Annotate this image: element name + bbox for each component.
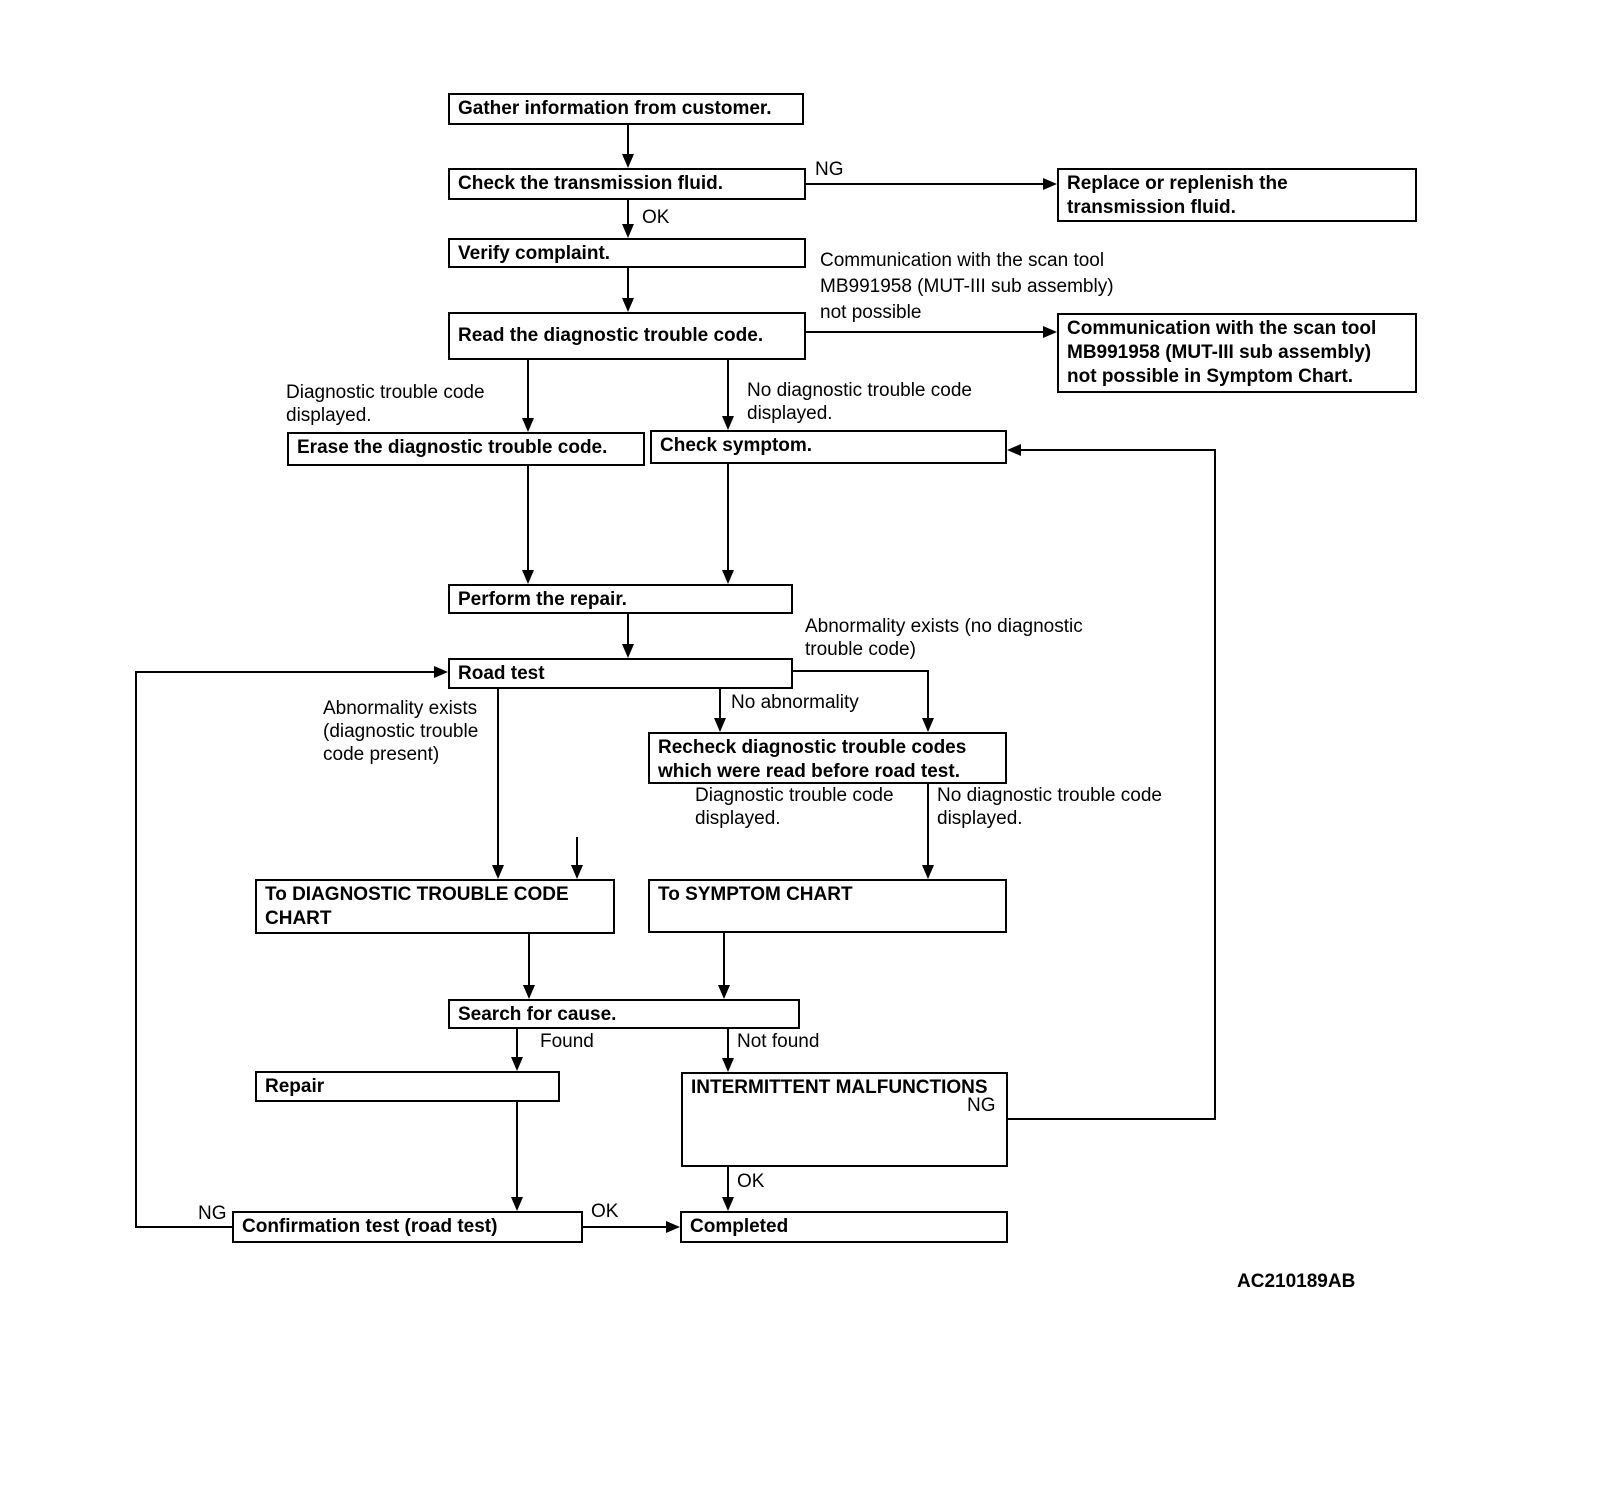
node-intermittent-malfunctions: INTERMITTENT MALFUNCTIONS <box>681 1072 1008 1167</box>
arrowhead-verify-to-read-dtc <box>622 298 634 312</box>
label-abnormality-dtc-present: Abnormality exists (diagnostic trouble c… <box>323 698 479 765</box>
arrowhead-read-dtc-to-comm-box <box>1043 326 1057 338</box>
arrowhead-ng-loop-to-check-symptom <box>1007 444 1021 456</box>
arrow-ng-to-replace-fluid <box>806 183 1044 185</box>
label-not-found: Not found <box>737 1031 820 1052</box>
arrow-gather-to-check-fluid <box>627 125 629 157</box>
node-replace-replenish-fluid: Replace or replenish the transmission fl… <box>1057 168 1417 222</box>
arrowhead-perform-to-road-test <box>622 644 634 658</box>
line-ng-loop-right-vertical <box>1214 449 1216 1120</box>
arrowhead-ok-intermittent-to-completed <box>722 1197 734 1211</box>
arrow-verify-to-read-dtc <box>627 268 629 301</box>
arrowhead-read-dtc-to-erase <box>522 418 534 432</box>
line-stub-to-dtc-chart <box>576 837 578 866</box>
node-read-diagnostic-trouble-code: Read the diagnostic trouble code. <box>448 312 806 360</box>
node-search-for-cause: Search for cause. <box>448 999 800 1029</box>
arrowhead-found-to-repair <box>511 1057 523 1071</box>
line-repair-to-confirmation <box>516 1102 518 1198</box>
node-erase-diagnostic-trouble-code: Erase the diagnostic trouble code. <box>287 432 645 466</box>
arrowhead-check-fluid-to-verify <box>622 224 634 238</box>
arrow-no-abnormality <box>719 689 721 723</box>
arrowhead-read-dtc-to-check-symptom <box>722 416 734 430</box>
line-recheck-to-symptom-chart <box>927 784 929 866</box>
node-confirmation-test: Confirmation test (road test) <box>232 1211 583 1243</box>
node-perform-repair: Perform the repair. <box>448 584 793 614</box>
arrow-read-dtc-to-comm-box <box>806 331 1044 333</box>
label-found: Found <box>540 1031 594 1052</box>
arrow-perform-to-road-test <box>627 614 629 649</box>
line-road-test-to-dtc-chart <box>497 689 499 866</box>
node-road-test: Road test <box>448 658 793 689</box>
line-ng-loop-right-bottom <box>1008 1118 1216 1120</box>
node-check-transmission-fluid: Check the transmission fluid. <box>448 168 806 200</box>
label-no-dtc-displayed-2: No diagnostic trouble code displayed. <box>937 785 1162 829</box>
line-dtc-chart-to-search <box>528 934 530 986</box>
label-no-abnormality: No abnormality <box>731 692 859 713</box>
arrowhead-abnormality-no-dtc <box>922 718 934 732</box>
line-ng-loop-left-vertical <box>135 671 137 1228</box>
node-verify-complaint: Verify complaint. <box>448 238 806 268</box>
arrowhead-ng-loop-to-road-test <box>434 666 448 678</box>
line-ng-loop-left-top <box>135 671 435 673</box>
arrow-not-found-to-intermittent <box>727 1029 729 1059</box>
arrowhead-repair-to-confirmation <box>511 1197 523 1211</box>
figure-code: AC210189AB <box>1237 1271 1356 1292</box>
line-symptom-chart-to-search <box>723 933 725 986</box>
label-ok-confirmation: OK <box>591 1201 619 1222</box>
line-road-test-right-branch <box>793 670 929 672</box>
label-ng-confirmation: NG <box>198 1203 227 1224</box>
arrowhead-ng-to-replace-fluid <box>1043 178 1057 190</box>
line-ng-loop-right-top <box>1021 449 1216 451</box>
arrowhead-dtc-chart-to-search <box>523 985 535 999</box>
arrowhead-erase-to-perform <box>522 570 534 584</box>
label-dtc-displayed: Diagnostic trouble code displayed. <box>286 382 485 426</box>
arrowhead-check-symptom-to-perform <box>722 570 734 584</box>
label-abnormality-no-dtc: Abnormality exists (no diagnostic troubl… <box>805 616 1083 660</box>
arrowhead-road-test-to-dtc-chart <box>492 865 504 879</box>
node-to-dtc-chart: To DIAGNOSTIC TROUBLE CODE CHART <box>255 879 615 934</box>
line-read-dtc-to-erase <box>527 360 529 422</box>
label-ng-fluid: NG <box>815 159 844 180</box>
arrowhead-recheck-to-symptom-chart <box>922 865 934 879</box>
label-communication-not-possible: Communication with the scan tool MB99195… <box>820 250 1114 323</box>
node-gather-information: Gather information from customer. <box>448 93 804 125</box>
arrowhead-symptom-chart-to-search <box>718 985 730 999</box>
node-communication-not-possible: Communication with the scan tool MB99195… <box>1057 313 1417 393</box>
line-erase-to-perform <box>527 466 529 574</box>
line-ng-loop-left-bottom <box>135 1226 232 1228</box>
arrowhead-gather-to-check-fluid <box>622 154 634 168</box>
arrowhead-no-abnormality <box>714 718 726 732</box>
node-to-symptom-chart: To SYMPTOM CHART <box>648 879 1007 933</box>
node-repair: Repair <box>255 1071 560 1102</box>
line-abnormality-no-dtc-down <box>927 670 929 719</box>
node-recheck-dtc: Recheck diagnostic trouble codes which w… <box>648 732 1007 784</box>
arrow-ok-confirmation-to-completed <box>583 1226 667 1228</box>
arrow-check-fluid-to-verify <box>627 200 629 228</box>
label-ok-intermittent: OK <box>737 1171 765 1192</box>
arrowhead-not-found-to-intermittent <box>722 1058 734 1072</box>
arrowhead-stub-to-dtc-chart <box>571 865 583 879</box>
node-check-symptom: Check symptom. <box>650 430 1007 464</box>
line-read-dtc-to-check-symptom <box>727 360 729 420</box>
label-no-dtc-displayed: No diagnostic trouble code displayed. <box>747 380 972 424</box>
line-check-symptom-to-perform <box>727 464 729 574</box>
label-ok-fluid: OK <box>642 207 670 228</box>
node-completed: Completed <box>680 1211 1008 1243</box>
label-dtc-displayed-2: Diagnostic trouble code displayed. <box>695 785 894 829</box>
arrow-ok-intermittent-to-completed <box>727 1167 729 1198</box>
label-ng-intermittent: NG <box>967 1095 996 1116</box>
arrowhead-ok-confirmation-to-completed <box>666 1221 680 1233</box>
arrow-found-to-repair <box>516 1029 518 1058</box>
